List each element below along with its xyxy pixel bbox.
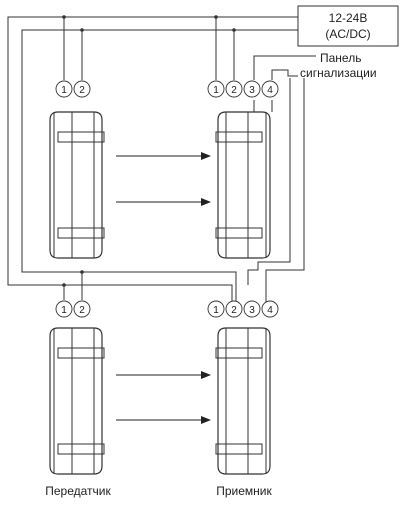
alarm-wire-2: [271, 69, 298, 80]
alarm-wire-3: [247, 78, 291, 285]
receiver-label: Приемник: [216, 484, 272, 498]
terminal-1: 1: [213, 305, 219, 316]
power-wire-negative: [21, 29, 298, 303]
terminal-2: 2: [231, 305, 237, 316]
beam-arrows: [116, 152, 211, 424]
terminal-2: 2: [79, 305, 85, 316]
terminal-4: 4: [267, 305, 273, 316]
alarm-wires: [247, 55, 316, 303]
terminal-2: 2: [79, 85, 85, 96]
power-wire-positive: [7, 16, 298, 303]
alarm-wire-1: [253, 55, 316, 80]
terminals-top-receiver: 1 2 3 4: [207, 80, 279, 98]
terminal-1: 1: [213, 85, 219, 96]
terminal-3: 3: [249, 305, 255, 316]
terminal-2: 2: [231, 85, 237, 96]
terminal-1: 1: [61, 85, 67, 96]
terminals-bottom-receiver: 1 2 3 4: [207, 300, 279, 318]
power-wires: [7, 15, 298, 303]
terminal-1: 1: [61, 305, 67, 316]
alarm-panel: Панель сигнализации: [300, 51, 377, 80]
receiver-top: [215, 111, 271, 259]
power-supply-voltage: 12-24B: [329, 11, 368, 25]
power-supply-box: [297, 5, 399, 47]
transmitter-top: [49, 111, 105, 259]
power-supply: 12-24B (AC/DC): [297, 5, 399, 47]
transmitter-label: Передатчик: [45, 484, 111, 498]
power-supply-type: (AC/DC): [325, 27, 370, 41]
terminals-top-transmitter: 1 2: [55, 80, 91, 98]
terminal-4: 4: [267, 85, 273, 96]
transmitter-bottom: [49, 327, 105, 475]
alarm-panel-line2: сигнализации: [300, 66, 377, 80]
alarm-wire-4: [265, 78, 305, 303]
alarm-panel-line1: Панель: [320, 51, 361, 65]
terminal-3: 3: [249, 85, 255, 96]
receiver-bottom: [215, 327, 271, 475]
terminals-bottom-transmitter: 1 2: [55, 300, 91, 318]
